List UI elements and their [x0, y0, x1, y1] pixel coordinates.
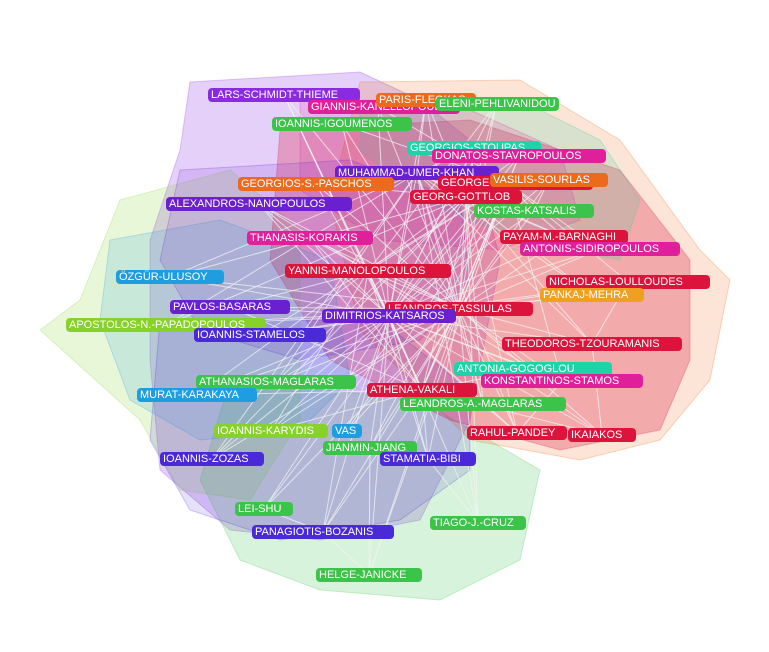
graph-edges: [165, 94, 629, 576]
edge-9: [425, 99, 460, 310]
node-label-n31[interactable]: MURAT-KARAKAYA: [137, 388, 257, 402]
node-label-n44[interactable]: HELGE-JANICKE: [316, 568, 422, 582]
node-label-n15[interactable]: PAYAM-M.-BARNAGHI: [500, 230, 628, 244]
edge-45: [258, 203, 460, 310]
edge-123: [346, 308, 460, 432]
node-label-n29[interactable]: KONSTANTINOS-STAMOS: [481, 374, 643, 388]
node-label-n12[interactable]: GEORG-GOTTLOB: [410, 190, 522, 204]
node-label-n35[interactable]: VAS: [332, 424, 362, 438]
node-label-n37[interactable]: IKAIAKOS: [568, 428, 636, 442]
node-label-n18[interactable]: ÖZGÜR-ULUSOY: [116, 270, 224, 284]
node-label-n7[interactable]: DONATOS-STAVROPOULOS: [432, 149, 606, 163]
node-label-n21[interactable]: PANKAJ-MEHRA: [540, 288, 644, 302]
node-label-n9[interactable]: GEORGIOS-S.-PASCHOS: [238, 177, 394, 191]
edge-94: [465, 196, 593, 345]
edge-138: [211, 196, 467, 460]
edge-139: [211, 172, 418, 460]
node-label-n26[interactable]: IOANNIS-STAMELOS: [194, 328, 326, 342]
edge-105: [275, 196, 467, 383]
node-label-n32[interactable]: ATHENA-VAKALI: [367, 383, 477, 397]
node-label-n27[interactable]: THEODOROS-TZOURAMANIS: [502, 337, 682, 351]
node-label-n39[interactable]: IOANNIS-ZOZAS: [160, 452, 264, 466]
node-label-n38[interactable]: JIANMIN-JIANG: [323, 441, 417, 455]
edge-44: [258, 203, 390, 317]
edge-148: [458, 308, 479, 524]
node-label-n14[interactable]: KOSTAS-KATSALIS: [474, 204, 594, 218]
edge-133: [369, 315, 390, 449]
node-label-n5[interactable]: IOANNIS-IGOUMENOS: [272, 117, 412, 131]
node-label-n34[interactable]: IOANNIS-KARYDIS: [214, 424, 328, 438]
edge-49: [458, 210, 535, 310]
node-label-n22[interactable]: PAVLOS-BASARAS: [170, 300, 290, 314]
edge-60: [458, 248, 601, 310]
node-label-n16[interactable]: THANASIS-KORAKIS: [247, 231, 373, 245]
edge-134: [369, 308, 460, 449]
edge-145: [263, 308, 460, 510]
edge-17: [341, 123, 460, 310]
edge-48: [388, 210, 535, 317]
edge-119: [270, 308, 460, 432]
community-hulls: [39, 71, 731, 601]
node-label-n30[interactable]: ATHANASIOS-MAGLARAS: [196, 375, 356, 389]
edge-149: [465, 196, 479, 524]
edge-97: [458, 308, 534, 370]
edge-142: [367, 270, 429, 460]
node-label-n25[interactable]: DIMITRIOS-KATSAROS: [322, 309, 456, 323]
edge-165: [368, 447, 371, 576]
edge-125: [388, 315, 518, 434]
node-label-n33[interactable]: LEANDROS-A.-MAGLARAS: [400, 397, 566, 411]
node-label-n13[interactable]: ALEXANDROS-NANOPOULOS: [166, 197, 352, 211]
edge-103: [275, 315, 390, 383]
node-label-n4[interactable]: ELENI-PEHLIVANIDOU: [436, 97, 559, 111]
node-label-n42[interactable]: TIAGO-J.-CRUZ: [430, 516, 526, 530]
edge-118: [270, 315, 390, 432]
edge-8: [388, 99, 427, 317]
edge-172: [591, 343, 603, 436]
edge-115: [458, 308, 484, 405]
node-label-n1[interactable]: LARS-SCHMIDT-THIEME: [208, 88, 360, 102]
node-label-n28[interactable]: ANTONIA-GOGOGLOU: [454, 362, 612, 376]
node-label-n36[interactable]: RAHUL-PANDEY: [467, 426, 567, 440]
node-label-n19[interactable]: YANNIS-MANOLOPOULOS: [285, 264, 451, 278]
edge-154: [322, 389, 423, 533]
node-label-n43[interactable]: PANAGIOTIS-BOZANIS: [252, 525, 394, 539]
edge-122: [346, 315, 390, 432]
edge-85: [165, 172, 418, 326]
edge-157: [368, 182, 509, 576]
node-label-n41[interactable]: LEI-SHU: [235, 502, 293, 516]
node-label-n40[interactable]: STAMATIA-BIBI: [380, 452, 476, 466]
edge-166: [322, 531, 370, 576]
node-label-n20[interactable]: NICHOLAS-LOULLOUDES: [546, 275, 710, 289]
edge-120: [270, 270, 369, 432]
edge-152: [322, 308, 460, 533]
edge-5: [377, 106, 390, 317]
edge-144: [263, 315, 390, 510]
edge-147: [388, 315, 479, 524]
node-label-n11[interactable]: VASILIS-SOURLAS: [490, 173, 608, 187]
edge-38: [388, 179, 550, 317]
node-label-n17[interactable]: ANTONIS-SIDIROPOULOS: [520, 242, 680, 256]
edge-164: [427, 458, 479, 524]
